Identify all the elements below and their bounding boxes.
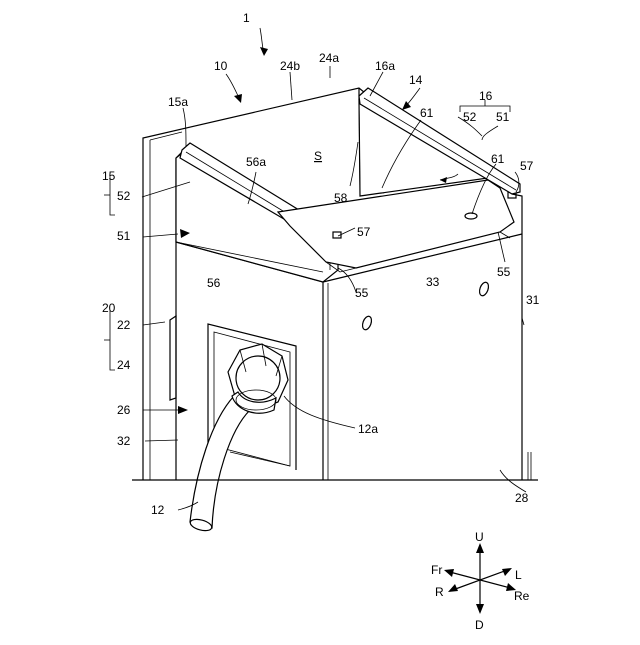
label-10: 10 [214, 59, 228, 73]
label-15: 15 [102, 169, 116, 183]
label-16: 16 [479, 89, 493, 103]
label-57-left: 57 [357, 225, 371, 239]
back-panel-24 [143, 88, 370, 480]
label-55-left: 55 [355, 286, 369, 300]
label-15a: 15a [168, 95, 188, 109]
label-32: 32 [117, 434, 131, 448]
label-26: 26 [117, 403, 131, 417]
label-24b: 24b [280, 59, 300, 73]
label-52-right: 52 [463, 110, 477, 124]
label-61-right: 61 [491, 152, 505, 166]
label-12a: 12a [358, 422, 378, 436]
direction-left: L [515, 568, 522, 582]
direction-down: D [475, 618, 484, 632]
label-56a: 56a [246, 155, 266, 169]
label-58: 58 [334, 191, 348, 205]
label-33: 33 [426, 275, 440, 289]
label-24: 24 [117, 358, 131, 372]
label-31: 31 [526, 293, 540, 307]
direction-indicator: U D Fr L R Re [431, 530, 530, 632]
label-24a: 24a [319, 51, 339, 65]
label-61-top: 61 [420, 106, 434, 120]
label-57-right: 57 [520, 159, 534, 173]
label-20: 20 [102, 301, 116, 315]
label-51-left: 51 [117, 229, 131, 243]
direction-right: R [435, 585, 444, 599]
label-S: S [314, 149, 322, 163]
label-14: 14 [409, 73, 423, 87]
label-16a: 16a [375, 59, 395, 73]
label-28: 28 [515, 491, 529, 505]
label-51-right: 51 [496, 110, 510, 124]
label-52-left: 52 [117, 189, 131, 203]
cable-12 [189, 344, 288, 533]
label-12: 12 [151, 503, 165, 517]
label-22: 22 [117, 318, 131, 332]
direction-front: Fr [431, 563, 442, 577]
label-56: 56 [207, 276, 221, 290]
direction-up: U [475, 530, 484, 544]
label-1: 1 [243, 11, 250, 25]
label-55-right: 55 [497, 265, 511, 279]
direction-rear: Re [514, 589, 530, 603]
